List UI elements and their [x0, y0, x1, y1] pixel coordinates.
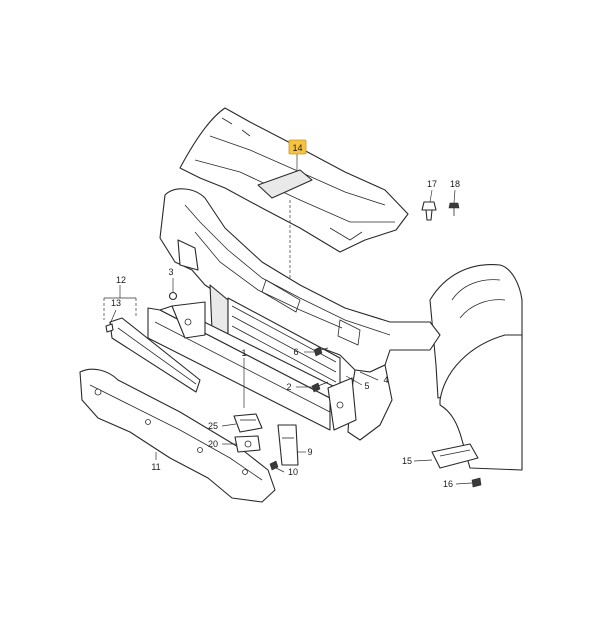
callout-11: 11 [151, 462, 160, 472]
callout-12: 12 [116, 275, 126, 285]
callout-1: 1 [241, 348, 246, 358]
fastener-2 [311, 381, 329, 393]
callout-20: 20 [208, 439, 218, 449]
bracket-9 [277, 424, 299, 466]
fastener-10 [269, 460, 279, 471]
callout-3: 3 [168, 267, 173, 277]
right-fender [429, 264, 523, 471]
fastener-3 [168, 291, 178, 301]
callout-labels: 14 17 18 3 12 13 1 6 4 2 5 25 20 9 11 10… [111, 143, 460, 489]
fastener-17 [421, 201, 437, 221]
callout-10: 10 [288, 467, 298, 477]
plenum-panel [179, 107, 409, 253]
callout-18: 18 [450, 179, 460, 189]
bumper-reinforcement [147, 301, 357, 431]
callout-4: 4 [383, 375, 388, 385]
callout-25: 25 [208, 421, 218, 431]
impact-absorber-bar [109, 317, 201, 393]
callout-5: 5 [364, 381, 369, 391]
sensor-20 [234, 435, 261, 453]
callout-15: 16 [443, 479, 453, 489]
fastener-18 [448, 202, 460, 216]
fastener-13 [105, 323, 114, 333]
callout-14: 15 [402, 456, 412, 466]
bracket-14 [431, 443, 479, 469]
callout-2: 2 [286, 382, 291, 392]
leader-lines [103, 154, 473, 485]
callout-13: 13 [111, 298, 121, 308]
callout-17: 17 [427, 179, 437, 189]
fastener-15 [471, 477, 482, 488]
sensor-25 [233, 413, 263, 433]
bumper-cover-support [79, 368, 276, 503]
callout-9: 9 [307, 447, 312, 457]
callout-16: 14 [292, 143, 302, 153]
callout-6: 6 [293, 347, 298, 357]
highlight-box-16 [288, 139, 307, 155]
fastener-6 [313, 346, 329, 357]
